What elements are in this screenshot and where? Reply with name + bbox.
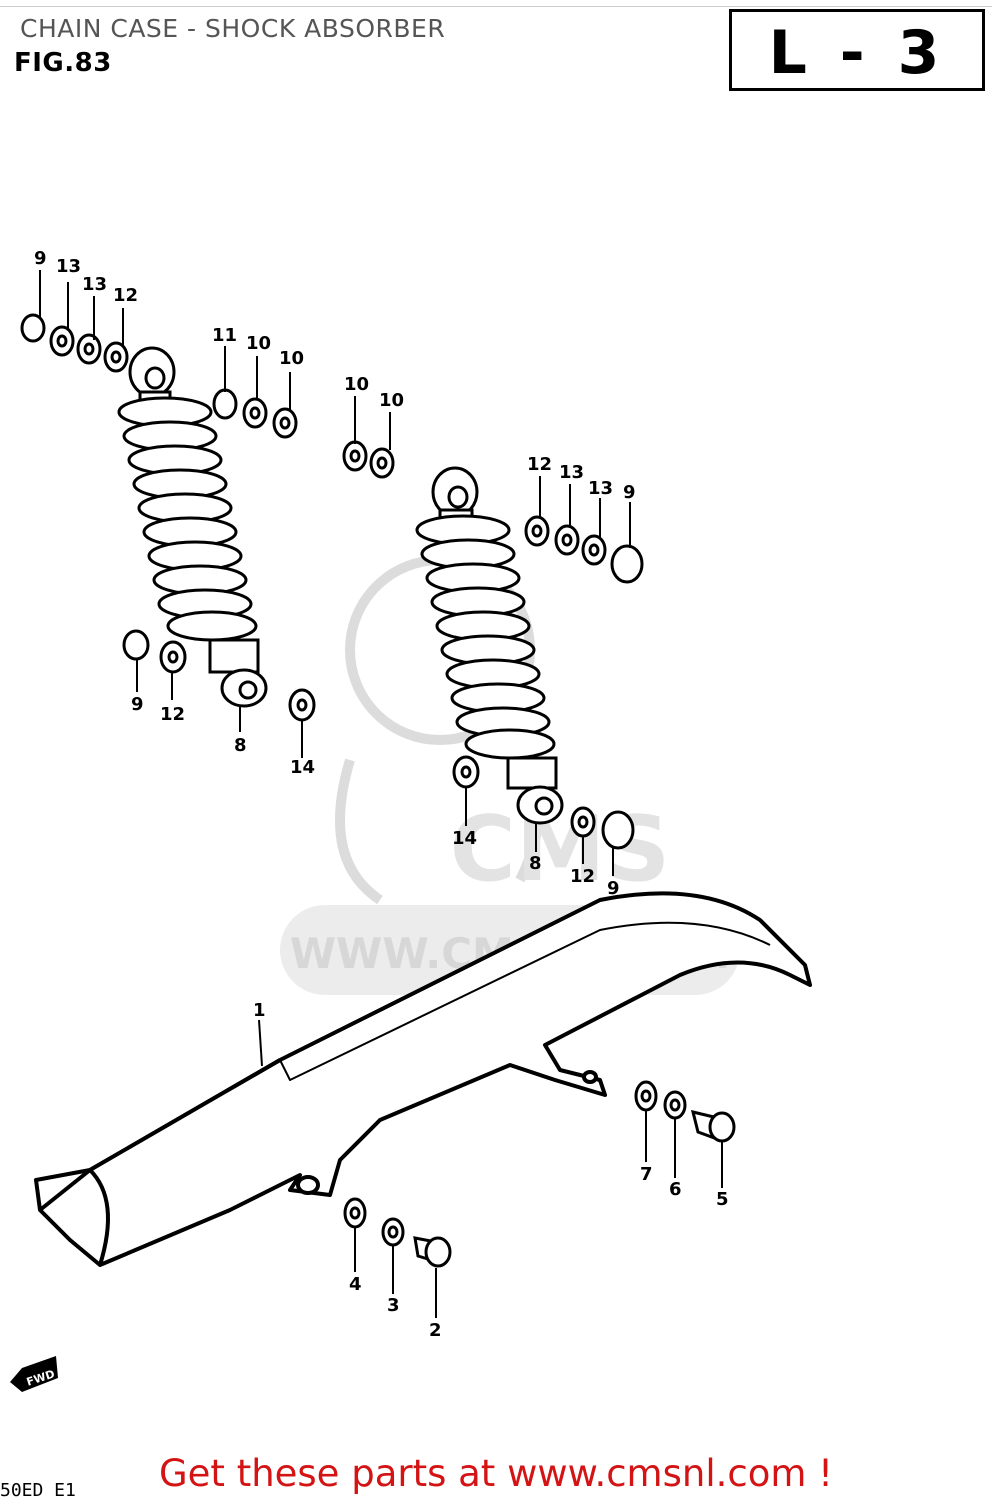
callout-3: 3 xyxy=(387,1295,400,1316)
page-code-box: L - 3 xyxy=(729,9,985,91)
hardware-washers xyxy=(20,313,736,1268)
callout-9: 9 xyxy=(34,248,47,269)
top-rule xyxy=(0,6,992,7)
chain-case xyxy=(34,891,812,1267)
callout-9: 9 xyxy=(131,694,144,715)
callout-13: 13 xyxy=(559,462,584,483)
figure-number: FIG.83 xyxy=(14,48,112,78)
callout-12: 12 xyxy=(527,454,552,475)
callout-13: 13 xyxy=(588,478,613,499)
fwd-arrow: FWD xyxy=(10,1356,58,1392)
page-code: L - 3 xyxy=(768,18,946,88)
callout-14: 14 xyxy=(290,757,315,778)
diagram-code: 50ED E1 xyxy=(0,1480,76,1501)
shock-absorber-left xyxy=(117,346,268,708)
callout-14: 14 xyxy=(452,828,477,849)
callout-2: 2 xyxy=(429,1320,442,1341)
callout-7: 7 xyxy=(640,1164,653,1185)
callout-10: 10 xyxy=(246,333,271,354)
callout-6: 6 xyxy=(669,1179,682,1200)
callout-1: 1 xyxy=(253,1000,266,1021)
cta-link[interactable]: Get these parts at www.cmsnl.com ! xyxy=(158,1452,833,1495)
callout-9: 9 xyxy=(607,878,620,899)
callout-5: 5 xyxy=(716,1189,729,1210)
callout-8: 8 xyxy=(529,853,542,874)
callout-13: 13 xyxy=(82,274,107,295)
callout-10: 10 xyxy=(344,374,369,395)
callout-10: 10 xyxy=(379,390,404,411)
callout-12: 12 xyxy=(160,704,185,725)
callout-13: 13 xyxy=(56,256,81,277)
callout-11: 11 xyxy=(212,325,237,346)
callout-labels: 9 13 13 12 11 10 10 10 10 12 13 13 9 9 1… xyxy=(34,248,729,1341)
page-title: CHAIN CASE - SHOCK ABSORBER xyxy=(20,14,446,43)
callout-4: 4 xyxy=(349,1274,362,1295)
leader-lines xyxy=(39,270,723,1318)
callout-12: 12 xyxy=(113,285,138,306)
callout-12: 12 xyxy=(570,866,595,887)
callout-9: 9 xyxy=(623,482,636,503)
shock-absorber-right xyxy=(415,466,564,825)
callout-10: 10 xyxy=(279,348,304,369)
callout-8: 8 xyxy=(234,735,247,756)
